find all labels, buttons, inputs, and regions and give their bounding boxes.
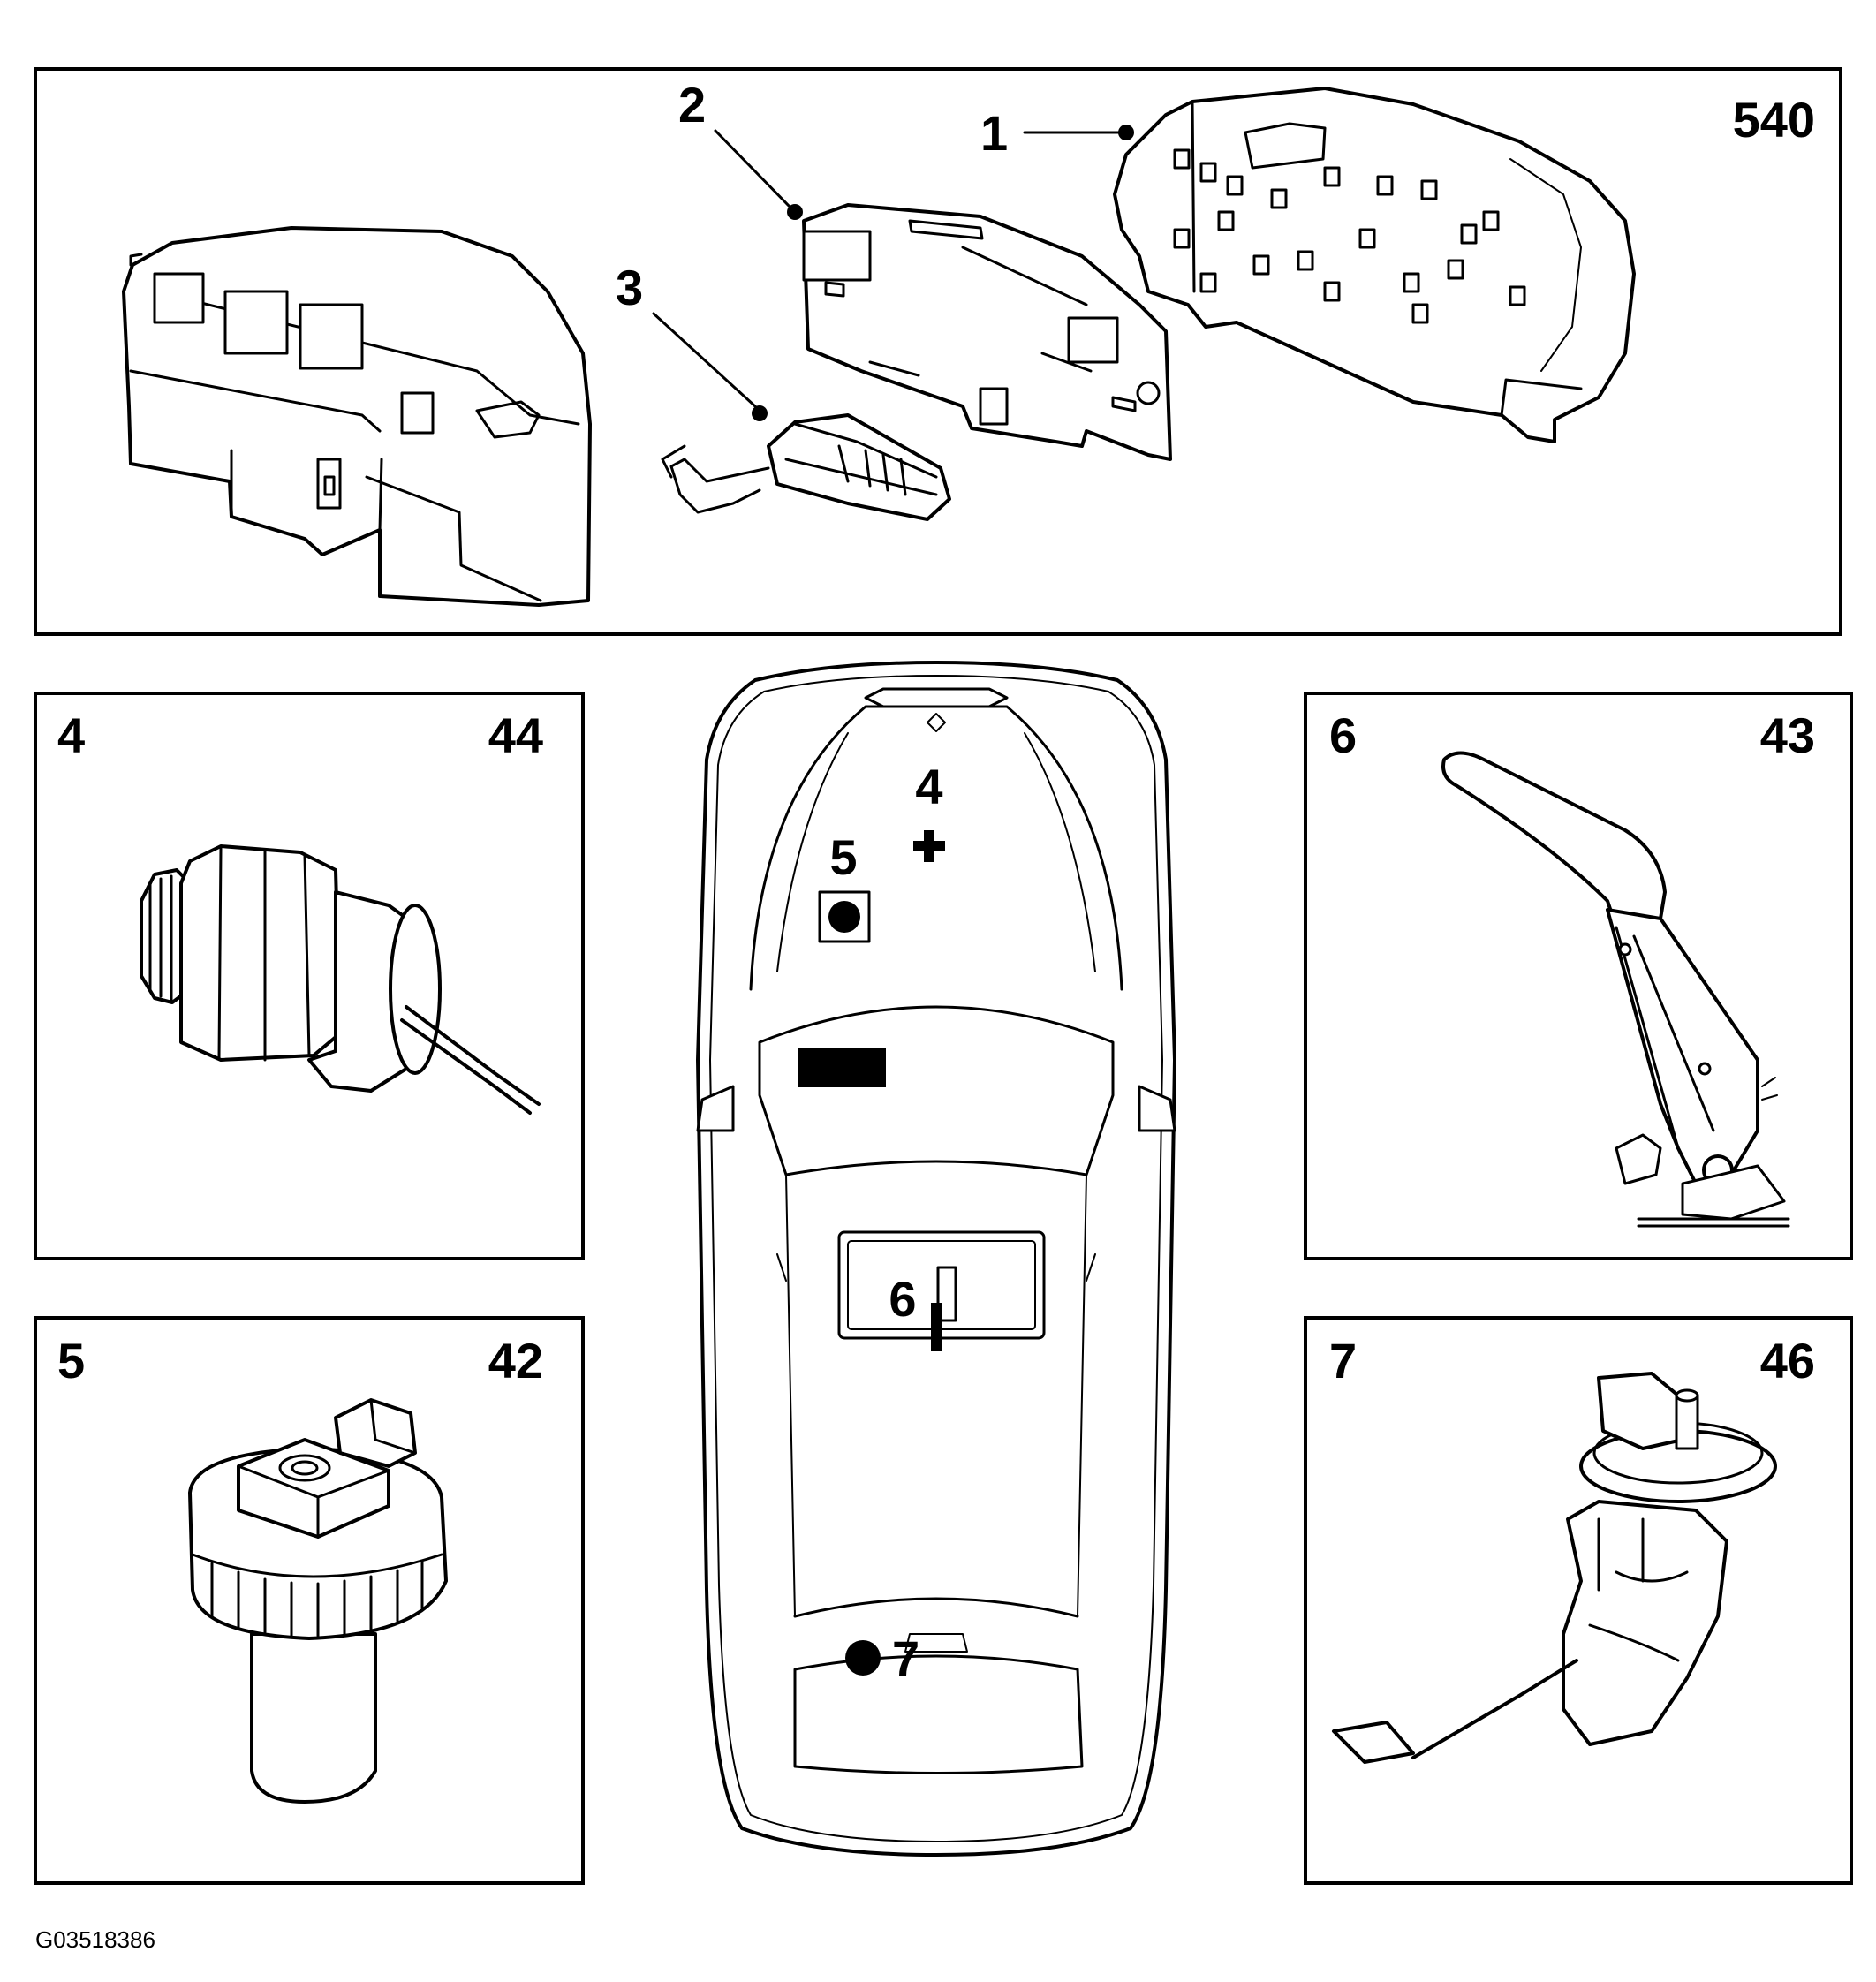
panel-fuel-pump-7: 7 46 (1304, 1316, 1853, 1885)
circuit-board-drawing (802, 203, 1172, 461)
callout-3-label: 3 (616, 260, 643, 315)
panel-instrument-cluster: 540 (34, 67, 1842, 636)
marker-4: 4 (913, 759, 945, 862)
cluster-housing-drawing (122, 226, 592, 607)
dashboard-marker (798, 1048, 886, 1087)
panel-5-index: 5 (57, 1333, 85, 1388)
handbrake-lever-drawing (1441, 751, 1790, 1228)
figure-code: G03518386 (35, 1926, 155, 1953)
marker-7: 7 (845, 1630, 919, 1686)
panel-5-ref: 42 (488, 1333, 543, 1388)
marker-7-label: 7 (892, 1630, 919, 1686)
pressure-switch-drawing (140, 844, 541, 1115)
callout-2: 2 (678, 77, 803, 220)
panel-6-index: 6 (1329, 707, 1357, 763)
connector-harness-drawing (661, 413, 951, 521)
panel-7-ref: 46 (1760, 1333, 1815, 1388)
callout-1: 1 (980, 105, 1134, 161)
marker-6-label: 6 (889, 1271, 916, 1327)
panel-ref-540: 540 (1733, 92, 1815, 148)
callout-2-label: 2 (678, 77, 706, 132)
car-top-view: 4 5 6 7 (696, 661, 1176, 1857)
marker-6: 6 (889, 1266, 957, 1351)
cluster-rear-housing-drawing (1113, 87, 1636, 443)
panel-sender-5: 5 42 (34, 1316, 585, 1885)
panel-sensor-4: 4 44 (34, 692, 585, 1260)
panel-6-ref: 43 (1760, 707, 1815, 763)
panel-7-index: 7 (1329, 1333, 1357, 1388)
fuel-pump-drawing (1332, 1372, 1777, 1764)
marker-4-label: 4 (915, 759, 942, 814)
callout-1-label: 1 (980, 105, 1008, 161)
marker-5-label: 5 (829, 829, 857, 885)
level-sender-drawing (188, 1398, 448, 1804)
panel-handbrake-6: 6 43 (1304, 692, 1853, 1260)
panel-4-ref: 44 (488, 707, 543, 763)
panel-4-index: 4 (57, 707, 85, 763)
marker-5: 5 (818, 829, 871, 943)
callout-3: 3 (616, 260, 768, 421)
